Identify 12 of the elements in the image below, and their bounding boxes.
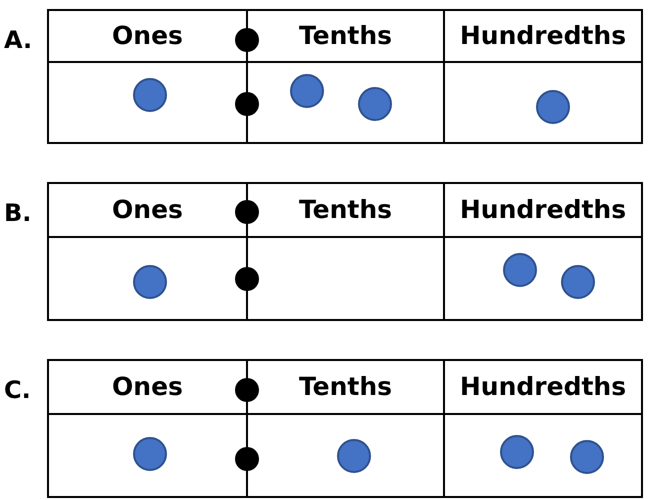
column-header: Tenths [298, 371, 394, 403]
column-header: Ones [111, 20, 184, 52]
column-header: Hundredths [458, 371, 628, 403]
column-header: Hundredths [458, 20, 628, 52]
column-header: Ones [111, 194, 184, 226]
column-header: Tenths [298, 194, 394, 226]
column-header: Ones [111, 371, 184, 403]
column-header: Hundredths [458, 194, 628, 226]
row-label: C. [4, 375, 32, 406]
column-header: Tenths [298, 20, 394, 52]
row-label: B. [4, 198, 32, 229]
row-label: A. [4, 25, 34, 56]
